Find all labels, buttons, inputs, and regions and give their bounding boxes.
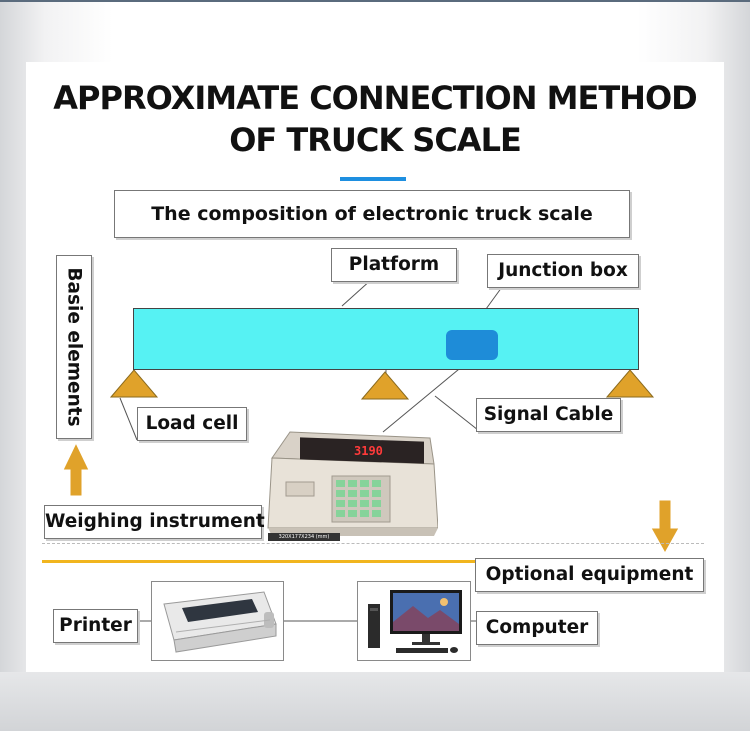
load-cell-label: Load cell — [137, 407, 247, 441]
instrument-size-tag: 320X177X234 (mm) — [268, 533, 340, 541]
weighing-instrument-icon: 3190 — [267, 431, 438, 536]
page-title-line2: OF TRUCK SCALE — [229, 121, 522, 159]
computer-label: Computer — [476, 611, 598, 645]
printer-label: Printer — [53, 609, 138, 643]
computer-icon — [368, 590, 462, 653]
platform-leader-line — [341, 278, 373, 307]
junction-box-label: Junction box — [487, 254, 639, 288]
weighing-instrument-label: Weighing instrument — [44, 505, 265, 539]
load-cell-icon — [109, 369, 159, 398]
printer-icon — [163, 591, 277, 653]
signal-cable-leader-line — [434, 395, 479, 431]
load-cell-icon — [360, 371, 410, 400]
signal-cable-line — [382, 359, 471, 433]
junction-box-shape — [446, 330, 498, 360]
title-accent-bar — [340, 177, 406, 181]
section-divider — [42, 560, 704, 563]
load-cell-leader-line — [119, 397, 138, 441]
printer-frame — [151, 581, 284, 661]
platform-beam — [133, 308, 639, 370]
arrow-up-icon — [62, 441, 90, 497]
page-title-line1: APPROXIMATE CONNECTION METHOD — [53, 79, 697, 117]
basic-elements-label-box: Basie elements — [56, 255, 92, 439]
top-border — [0, 0, 750, 2]
load-cell-icon — [605, 369, 655, 398]
arrow-down-icon — [650, 499, 680, 555]
platform-label: Platform — [331, 248, 457, 282]
instrument-display: 3190 — [354, 444, 383, 458]
signal-cable-label: Signal Cable — [476, 398, 621, 432]
bottom-band — [0, 672, 750, 731]
composition-label: The composition of electronic truck scal… — [114, 190, 630, 238]
optional-equipment-label: Optional equipment — [475, 558, 704, 592]
dashed-divider — [42, 543, 704, 545]
computer-frame — [357, 581, 471, 661]
